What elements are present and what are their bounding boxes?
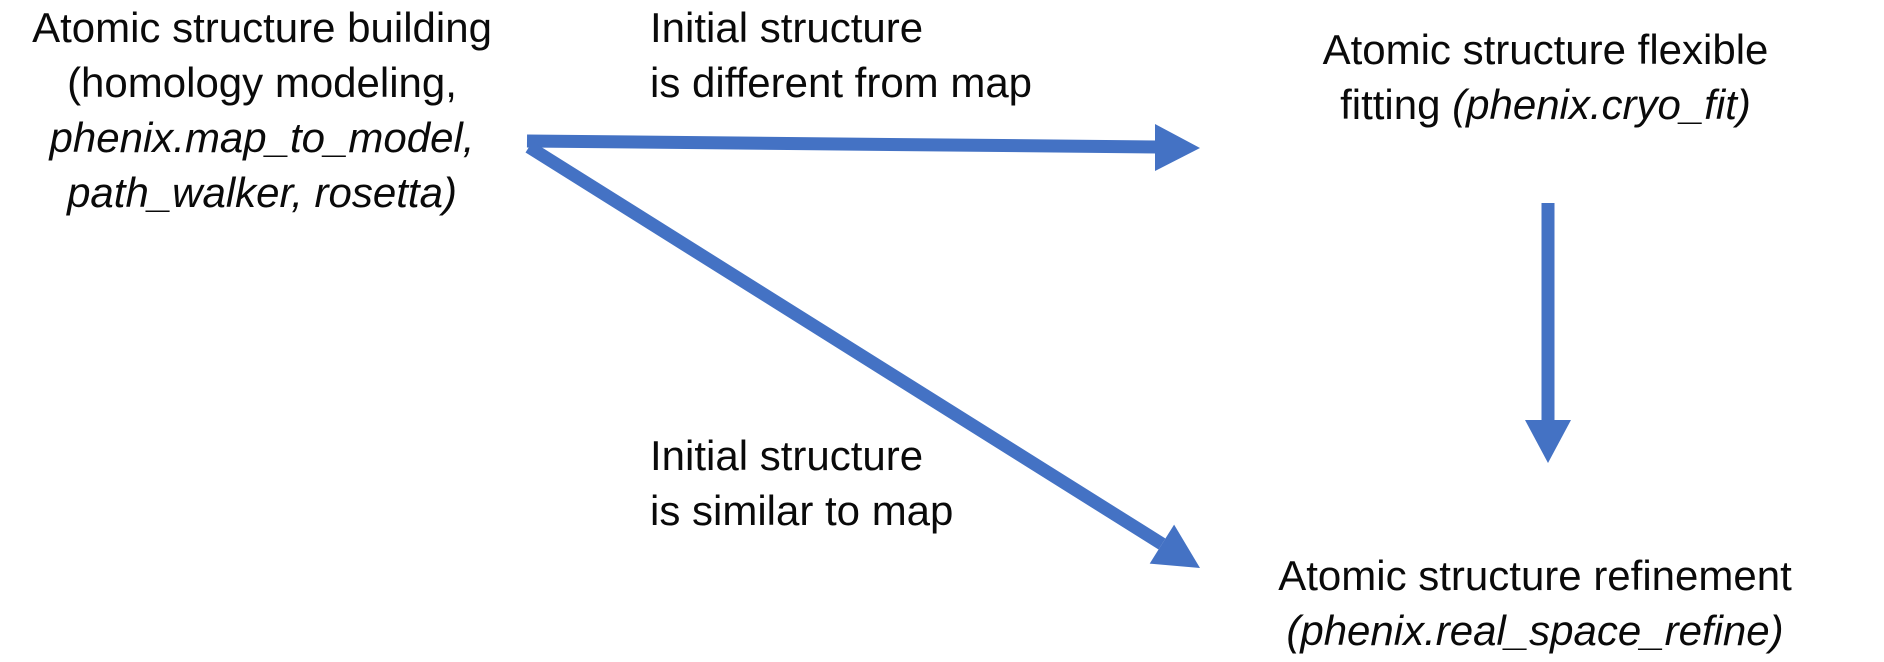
label-different-line1: Initial structure [650,4,924,51]
arrow-building-to-refinement [525,141,1200,568]
label-different-line2: is different from map [650,59,1033,106]
arrow-shaft [526,134,1158,154]
node-fitting-line2-regular: fitting [1340,81,1453,128]
node-structure-refinement: Atomic structure refinement (phenix.real… [1270,548,1800,658]
label-similar-line1: Initial structure [650,432,924,479]
node-refinement-line2: (phenix.real_space_refine) [1286,607,1784,654]
node-building-line1: Atomic structure building [32,4,492,51]
node-fitting-line2: fitting (phenix.cryo_fit) [1293,77,1798,132]
arrow-head-icon [1525,420,1571,463]
node-flexible-fitting: Atomic structure flexible fitting (pheni… [1293,22,1798,132]
arrow-head-icon [1155,124,1200,171]
label-initial-different: Initial structure is different from map [650,0,1032,110]
arrow-shaft [525,141,1166,550]
node-refinement-line1: Atomic structure refinement [1278,552,1792,599]
arrow-head-icon [1149,524,1200,568]
node-fitting-line2-tool: (phenix.cryo_fit) [1452,81,1751,128]
node-building-line2: (homology modeling, [67,59,457,106]
arrow-fitting-to-refinement [1525,203,1571,463]
node-structure-building: Atomic structure building (homology mode… [0,0,524,220]
node-building-line3: phenix.map_to_model, [49,114,475,161]
arrow-building-to-fitting [526,124,1200,171]
label-initial-similar: Initial structure is similar to map [650,428,953,538]
label-similar-line2: is similar to map [650,487,954,534]
node-building-line4: path_walker, rosetta) [67,169,457,216]
node-fitting-line1: Atomic structure flexible [1322,26,1769,73]
